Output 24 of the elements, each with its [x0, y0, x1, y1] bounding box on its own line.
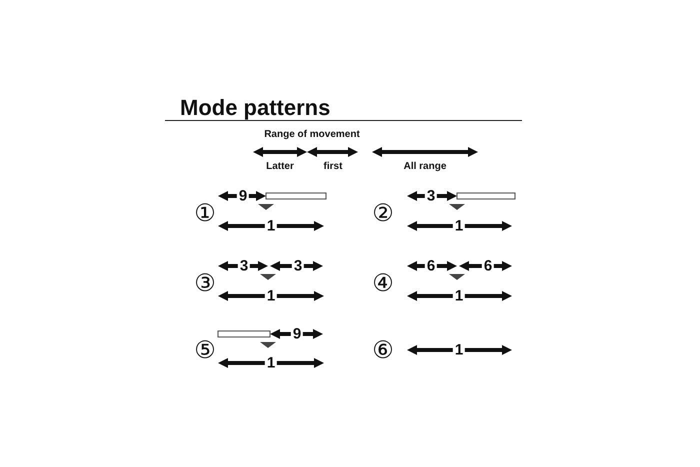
section-label: Range of movement: [264, 130, 360, 140]
count-label: 6: [482, 258, 494, 274]
range-label: All range: [404, 162, 446, 172]
count-label: 9: [236, 188, 250, 204]
count-label: 3: [292, 258, 304, 274]
pattern-number: ②: [372, 201, 394, 225]
range-label: Latter: [266, 162, 294, 172]
pattern-number: ④: [372, 271, 394, 295]
count-label: 1: [452, 288, 466, 304]
range-label: first: [324, 162, 342, 172]
heading: Mode patterns: [180, 95, 330, 121]
pattern-number: ⑥: [372, 338, 394, 362]
count-label: 3: [424, 188, 438, 204]
count-label: 6: [424, 258, 438, 274]
pattern-number: ①: [194, 201, 216, 225]
pattern-number: ③: [194, 271, 216, 295]
count-label: 1: [264, 288, 278, 304]
count-label: 3: [238, 258, 250, 274]
count-label: 1: [452, 218, 466, 234]
count-label: 1: [264, 218, 278, 234]
count-label: 9: [290, 326, 304, 342]
count-label: 1: [452, 342, 466, 358]
count-label: 1: [264, 356, 278, 370]
pattern-number: ⑤: [194, 338, 216, 362]
